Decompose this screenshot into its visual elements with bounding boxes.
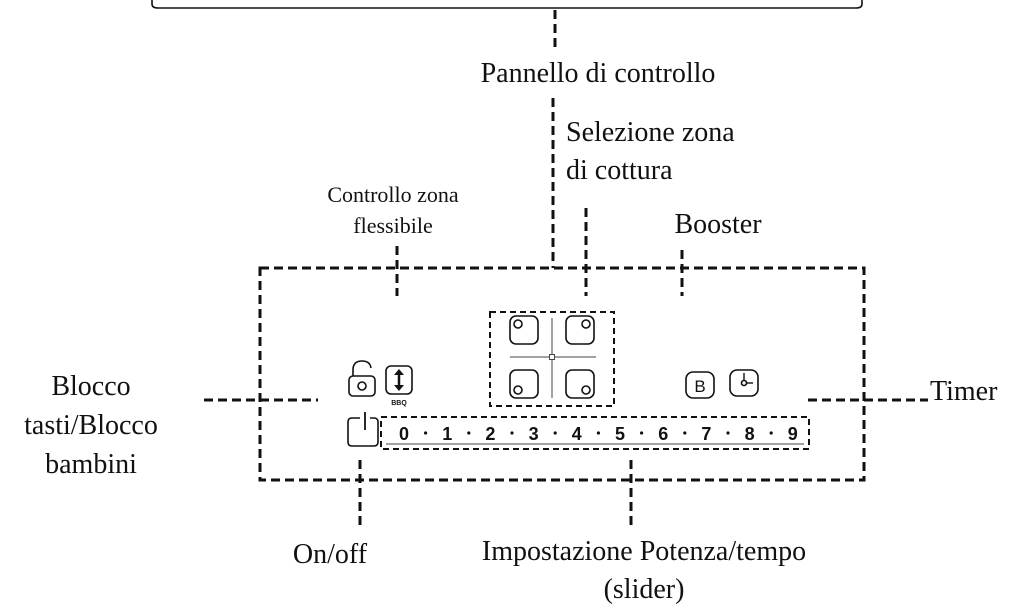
label-onoff: On/off [293,539,368,570]
slider-value-6[interactable]: 6 [658,424,668,444]
slider-value-9[interactable]: 9 [788,424,798,444]
zone-center-marker [549,354,555,360]
top-frame-edge [151,0,863,9]
slider-value-4[interactable]: 4 [572,424,582,444]
bbq-updown-arrow-icon[interactable] [385,365,413,395]
slider-separator-dot [424,431,428,435]
label-booster: Booster [674,209,762,240]
slider-separator-dot [596,431,601,435]
slider-separator-dot [726,431,730,435]
label-zone-selection-1: Selezione zona [566,117,735,148]
padlock-icon[interactable] [348,360,376,397]
slider-value-3[interactable]: 3 [529,424,539,444]
label-lock-3: bambini [45,449,137,480]
label-lock-1: Blocco [51,371,130,402]
label-flex-zone-1: Controllo zona [327,182,459,207]
slider-value-5[interactable]: 5 [615,424,625,444]
label-timer: Timer [930,376,998,407]
label-power-1: Impostazione Potenza/tempo [482,536,806,567]
slider-value-8[interactable]: 8 [745,424,755,444]
slider-separator-dot [683,431,687,435]
booster-icon[interactable]: B [685,371,715,399]
label-lock-2: tasti/Blocco [24,410,158,441]
zone-selection-box [489,311,615,407]
power-slider[interactable]: 0 1 2 3 4 5 6 7 8 9 [399,424,798,444]
zone-top-left-icon[interactable] [509,315,539,345]
booster-key-label: B [694,377,705,396]
slider-separator-dot [640,431,644,435]
slider-value-0[interactable]: 0 [399,424,409,444]
label-power-2: (slider) [604,574,685,605]
slider-value-2[interactable]: 2 [485,424,495,444]
slider-separator-dot [467,431,471,435]
zone-top-right-icon[interactable] [565,315,595,345]
slider-outline [380,416,810,450]
slider-separator-dot [510,431,514,435]
label-control-panel: Pannello di controllo [481,58,716,89]
slider-value-7[interactable]: 7 [701,424,711,444]
label-flex-zone-2: flessibile [353,213,432,238]
timer-icon[interactable] [729,369,759,397]
zone-bottom-left-icon[interactable] [509,369,539,399]
control-panel-outline [258,266,866,482]
power-icon[interactable] [347,412,379,447]
zone-bottom-right-icon[interactable] [565,369,595,399]
bbq-label: BBQ [391,400,407,407]
slider-separator-dot [553,431,557,435]
slider-value-1[interactable]: 1 [442,424,452,444]
slider-separator-dot [769,431,773,435]
label-zone-selection-2: di cottura [566,155,673,186]
